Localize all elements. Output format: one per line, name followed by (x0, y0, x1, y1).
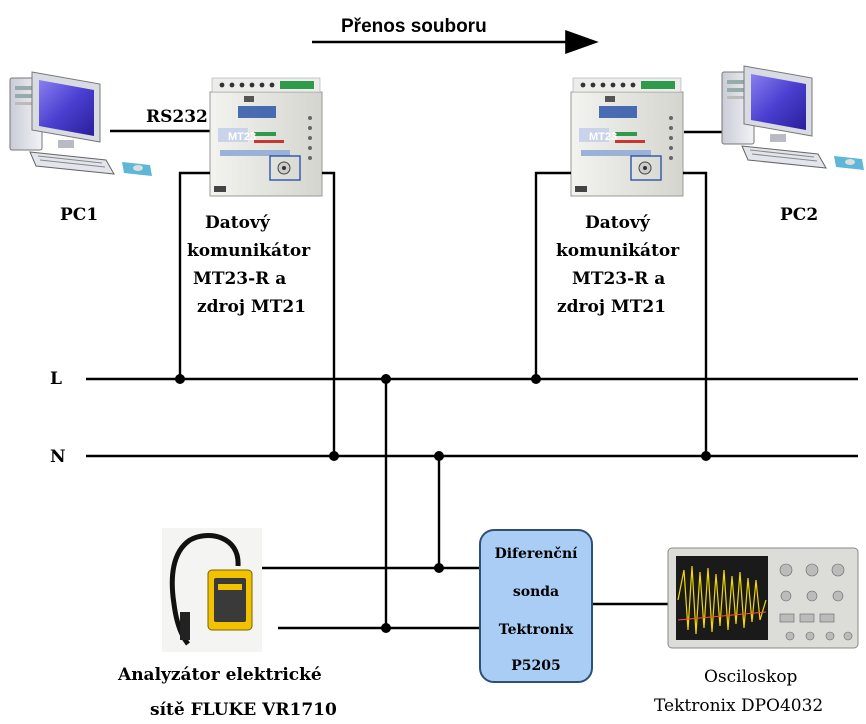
junction-dot (329, 451, 339, 461)
pc2-label: PC2 (780, 205, 818, 225)
right-communicator-label: Datový komunikátor MT23-R a zdroj MT21 (556, 213, 680, 317)
right-label-line-4: zdroj MT21 (557, 297, 666, 317)
line-l-label: L (50, 369, 62, 389)
right-communicator-device-icon (570, 77, 684, 197)
oscilloscope-label-line-1: Osciloskop (704, 667, 798, 687)
left-communicator-label: Datový komunikátor MT23-R a zdroj MT21 (187, 213, 311, 317)
oscilloscope-icon (667, 547, 859, 649)
right-label-line-2: komunikátor (556, 241, 680, 261)
left-device-n-wire (322, 171, 336, 456)
probe-label: Diferenční sonda Tektronix P5205 (495, 546, 579, 674)
line-n-label: N (50, 447, 66, 467)
left-label-line-4: zdroj MT21 (197, 297, 306, 317)
junction-dot (434, 563, 444, 573)
right-module-label: MT23 (589, 131, 617, 143)
junction-dot (381, 374, 391, 384)
pc1-computer-icon (9, 71, 153, 177)
probe-label-line-2: sonda (513, 584, 559, 600)
analyzer-label: Analyzátor elektrické sítě FLUKE VR1710 (117, 665, 337, 720)
left-label-line-2: komunikátor (187, 241, 311, 261)
title-text: Přenos souboru (341, 16, 487, 37)
left-communicator-device-icon (209, 77, 323, 197)
right-device-l-wire (534, 171, 571, 379)
rs232-label: RS232 (146, 107, 208, 127)
left-label-line-3: MT23-R a (193, 269, 286, 289)
oscilloscope-label-line-2: Tektronix DPO4032 (654, 696, 823, 716)
power-analyzer-icon (162, 528, 262, 652)
left-device-l-wire (178, 171, 210, 379)
left-module-label: MT23 (228, 131, 256, 143)
oscilloscope-label: Osciloskop Tektronix DPO4032 (654, 667, 823, 716)
pc1-label: PC1 (60, 205, 98, 225)
probe-label-line-4: P5205 (511, 658, 561, 674)
right-device-n-wire (683, 171, 708, 456)
junction-dot (434, 451, 444, 461)
pc2-computer-icon (721, 65, 865, 171)
junction-dot (175, 374, 185, 384)
junction-dot (381, 623, 391, 633)
analyzer-label-line-2: sítě FLUKE VR1710 (150, 700, 337, 720)
analyzer-label-line-1: Analyzátor elektrické (117, 665, 322, 685)
probe-label-line-1: Diferenční (495, 546, 579, 562)
probe-label-line-3: Tektronix (499, 622, 574, 638)
right-label-line-3: MT23-R a (572, 269, 665, 289)
differential-probe-box (479, 529, 593, 683)
right-label-line-1: Datový (585, 213, 651, 233)
junction-dot (701, 451, 711, 461)
junction-dot (531, 374, 541, 384)
junction-dots (175, 374, 711, 633)
left-label-line-1: Datový (205, 213, 271, 233)
